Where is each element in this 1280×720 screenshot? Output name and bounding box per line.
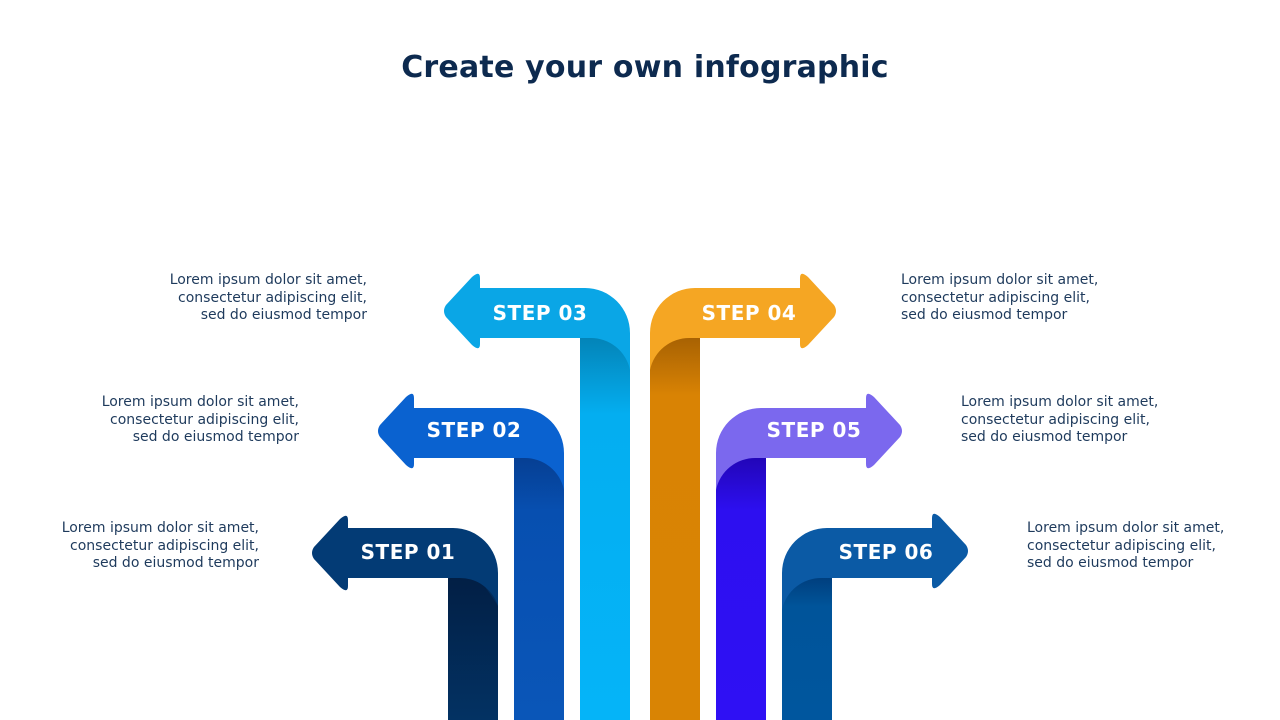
step-02-stem <box>514 458 564 720</box>
step-05-stem <box>716 458 766 720</box>
step-03-arrow: STEP 03 <box>444 273 630 720</box>
step-05-description: Lorem ipsum dolor sit amet, consectetur … <box>961 394 1159 445</box>
step-04-description: Lorem ipsum dolor sit amet, consectetur … <box>901 272 1099 323</box>
step-05-head <box>716 393 902 490</box>
step-04-label: STEP 04 <box>702 301 797 325</box>
step-03-label: STEP 03 <box>493 301 588 325</box>
step-01-arrow: STEP 01 <box>312 515 498 720</box>
step-03-description: Lorem ipsum dolor sit amet, consectetur … <box>169 272 367 323</box>
step-04-head <box>650 273 836 370</box>
step-06-head <box>782 513 968 610</box>
step-05-label: STEP 05 <box>767 418 862 442</box>
step-02-head <box>378 393 564 490</box>
step-04-arrow: STEP 04 <box>650 273 836 720</box>
step-06-description: Lorem ipsum dolor sit amet, consectetur … <box>1027 520 1225 571</box>
step-02-label: STEP 02 <box>427 418 522 442</box>
step-03-head <box>444 273 630 370</box>
step-01-stem <box>448 578 498 720</box>
step-06-label: STEP 06 <box>839 540 934 564</box>
step-01-description: Lorem ipsum dolor sit amet, consectetur … <box>61 520 259 571</box>
page-title: Create your own infographic <box>401 50 889 85</box>
step-06-arrow: STEP 06 <box>782 513 968 720</box>
step-03-stem <box>580 338 630 720</box>
step-01-head <box>312 515 498 606</box>
step-06-stem <box>782 578 832 720</box>
step-04-stem <box>650 338 700 720</box>
step-01-label: STEP 01 <box>361 540 456 564</box>
step-02-arrow: STEP 02 <box>378 393 564 720</box>
step-02-description: Lorem ipsum dolor sit amet, consectetur … <box>101 394 299 445</box>
step-05-arrow: STEP 05 <box>716 393 902 720</box>
